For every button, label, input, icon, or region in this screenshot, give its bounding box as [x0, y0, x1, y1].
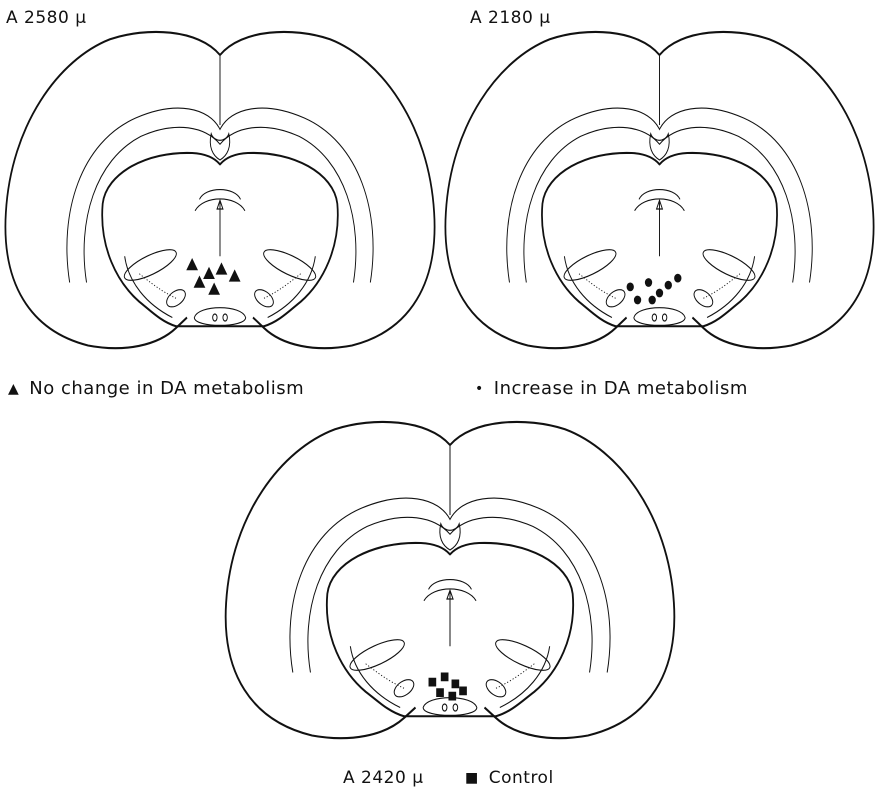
legend-no-change: ▲ No change in DA metabolism [8, 378, 304, 399]
legend-control: ■ Control [465, 768, 554, 788]
square-icon: ■ [465, 770, 479, 786]
dot-icon: • [475, 381, 484, 397]
legend-control-text: Control [489, 768, 554, 788]
section-label-a2420: A 2420 µ [343, 768, 424, 788]
section-a2420-diagram [220, 410, 680, 760]
triangle-icon: ▲ [8, 381, 19, 397]
legend-increase-text: Increase in DA metabolism [494, 378, 748, 399]
legend-no-change-text: No change in DA metabolism [29, 378, 304, 399]
no-change-markers [186, 258, 240, 295]
control-markers [429, 673, 467, 701]
legend-increase: • Increase in DA metabolism [475, 378, 748, 399]
section-a2580-diagram [0, 20, 440, 370]
increase-markers [627, 274, 682, 305]
section-a2180-diagram [440, 20, 879, 370]
